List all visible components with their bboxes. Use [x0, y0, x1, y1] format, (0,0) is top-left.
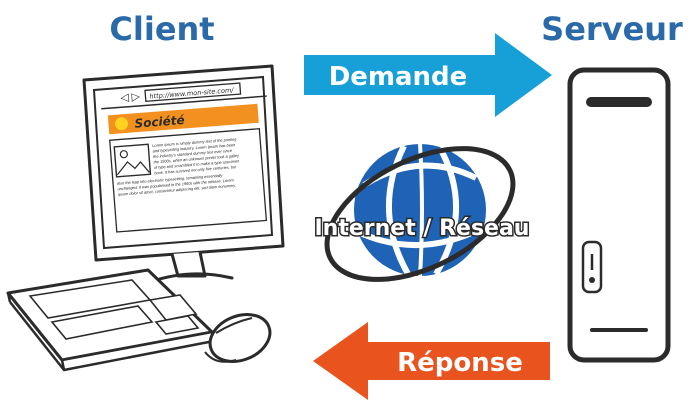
client-heading: Client: [109, 10, 214, 48]
server-heading: Serveur: [541, 10, 683, 48]
svg-text:of type and scrambled it to ma: of type and scrambled it to make a type …: [154, 158, 240, 170]
mouse-icon: [204, 313, 272, 363]
lorem-bottom-text: also the leap into electronic typesettin…: [117, 173, 237, 197]
company-logo-icon: [115, 117, 129, 131]
request-arrow: Demande: [304, 33, 552, 117]
svg-text:the 1500s, when an unknown pri: the 1500s, when an unknown printer took …: [153, 153, 240, 165]
client-computer: ◁ ▷ http://www.mon-site.com/ Société Lor…: [6, 64, 285, 372]
svg-text:Lorem ipsum is simply dummy te: Lorem ipsum is simply dummy text of the …: [152, 136, 237, 148]
response-label: Réponse: [397, 348, 523, 378]
image-placeholder-icon: [113, 143, 152, 178]
server-tower-icon: [567, 67, 671, 363]
svg-text:and typesetting industry. Lore: and typesetting industry. Lorem Ipsum ha…: [152, 142, 235, 153]
network-label: Internet / Réseau: [315, 216, 530, 241]
company-banner: [107, 103, 259, 135]
page-content-frame: [109, 128, 268, 233]
browser-forward-icon: ▷: [131, 90, 141, 104]
svg-text:the industry's standard dummy: the industry's standard dummy text ever …: [153, 148, 233, 159]
response-arrow: Réponse: [313, 322, 550, 400]
browser-url-field: [144, 82, 242, 103]
browser-back-icon: ◁: [120, 91, 130, 105]
lorem-top-text: Lorem ipsum is simply dummy text of the …: [152, 136, 240, 175]
keyboard-icon: [6, 268, 216, 372]
company-name: Société: [134, 113, 185, 131]
globe-icon: [324, 143, 516, 282]
request-label: Demande: [329, 62, 468, 92]
svg-text:book. It has survived not only: book. It has survived not only five cent…: [154, 164, 237, 175]
